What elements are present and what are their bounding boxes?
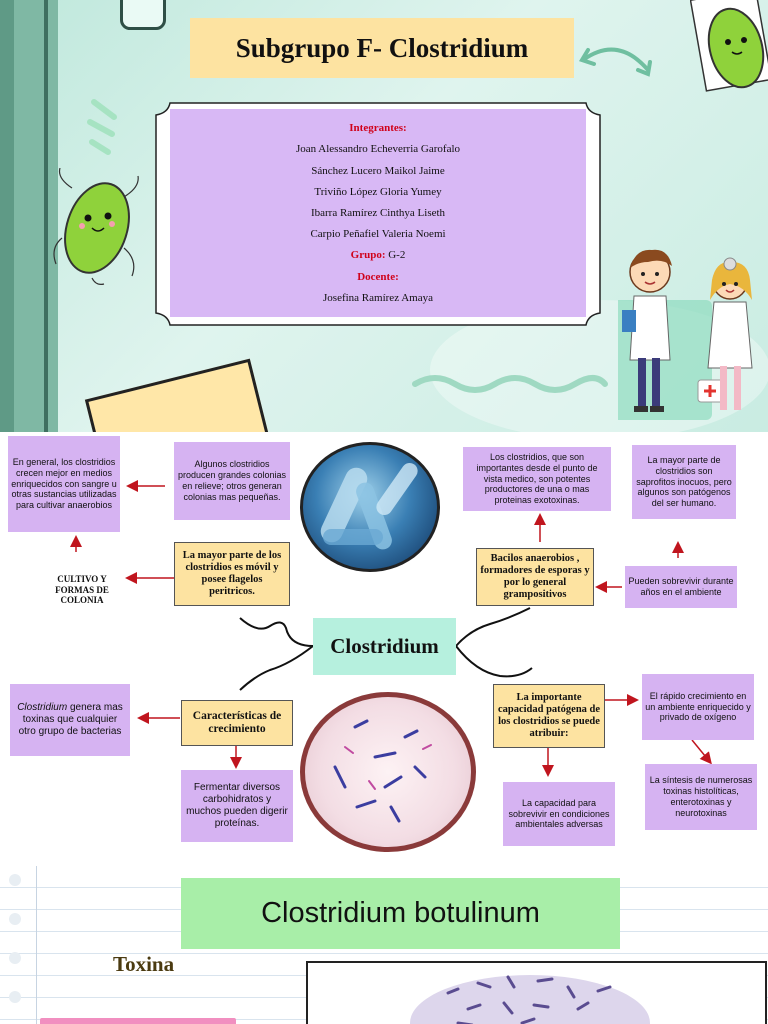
member-name: Carpio Peñafiel Valeria Noemi	[310, 228, 446, 241]
microscope-image-rods	[300, 442, 440, 572]
concept-center: Clostridium	[313, 618, 456, 675]
grupo-line: Grupo: G-2	[351, 249, 406, 261]
members-panel: Integrantes: Joan Alessandro Echeverria …	[170, 109, 586, 317]
member-name: Triviño López Gloria Yumey	[314, 185, 442, 198]
note-capacidad: La capacidad para sobrevivir en condicio…	[503, 782, 615, 846]
slide-botulinum: Clostridium botulinum Toxina	[0, 866, 768, 1024]
section-subtitle: Toxina	[113, 952, 175, 976]
margin-line	[36, 866, 37, 1024]
note-fermentar: Fermentar diversos carbohidratos y mucho…	[181, 770, 293, 842]
note-saprofitos: La mayor parte de clostridios son saprof…	[632, 445, 736, 519]
note-importantes: Los clostridios, que son importantes des…	[463, 447, 611, 511]
wall-panel	[14, 0, 58, 432]
bacteria-icon	[53, 168, 139, 285]
note-bacilos: Bacilos anaerobios , formadores de espor…	[476, 548, 594, 606]
member-name: Joan Alessandro Echeverria Garofalo	[295, 143, 461, 156]
note-caracteristicas: Características de crecimiento	[181, 700, 293, 746]
member-name: Sánchez Lucero Maikol Jaime	[311, 164, 445, 177]
curved-arrow-icon	[579, 47, 652, 77]
grupo-label: Grupo:	[350, 249, 386, 262]
toxinas-rest: genera mas toxinas que cualquier otro gr…	[18, 702, 123, 737]
note-colonias: Algunos clostridios producen grandes col…	[174, 442, 290, 520]
note-rapido: El rápido crecimiento en un ambiente enr…	[642, 674, 754, 740]
microscope-image-stain	[300, 692, 476, 852]
wall-divider	[44, 0, 48, 432]
note-toxinas-text: Clostridium genera mas toxinas que cualq…	[13, 702, 127, 738]
flask-icon	[120, 0, 166, 30]
slide-concept-map: En general, los clostridios crecen mejor…	[0, 432, 768, 866]
label-cultivo: CULTIVO Y FORMAS DE COLONIA	[55, 573, 109, 606]
grupo-value: G-2	[385, 249, 406, 262]
wall-stripe	[0, 0, 14, 432]
integrantes-label: Integrantes:	[349, 122, 407, 135]
toxinas-genus: Clostridium	[17, 702, 68, 713]
note-general: En general, los clostridios crecen mejor…	[8, 436, 120, 532]
notebook-holes	[9, 874, 23, 1024]
connector-lines	[70, 480, 712, 777]
note-sobrevivir: Pueden sobrevivir durante años en el amb…	[625, 566, 737, 608]
rods-illustration	[320, 462, 418, 550]
slide-title: Subgrupo F- Clostridium Integrantes: Joa…	[0, 0, 768, 432]
note-patogena: La importante capacidad patógena de los …	[493, 684, 605, 748]
doctors-illustration	[618, 249, 753, 420]
stain-illustration	[333, 719, 432, 823]
pink-bar	[40, 1018, 236, 1024]
leaves-icon	[87, 99, 117, 155]
member-name: Ibarra Ramírez Cinthya Liseth	[310, 206, 446, 219]
section-title: Clostridium botulinum	[181, 878, 620, 949]
note-movil: La mayor parte de los clostridios es móv…	[174, 542, 290, 606]
docente-name: Josefina Ramírez Amaya	[323, 291, 433, 304]
page-title: Subgrupo F- Clostridium	[190, 18, 574, 78]
note-toxinas: Clostridium genera mas toxinas que cualq…	[10, 684, 130, 756]
docente-label: Docente:	[357, 270, 399, 283]
members-frame: Integrantes: Joan Alessandro Echeverria …	[148, 95, 608, 333]
micrograph-illustration	[410, 975, 650, 1024]
germs-card	[84, 358, 270, 432]
micrograph-image	[306, 961, 767, 1024]
note-sintesis: La síntesis de numerosas toxinas histolí…	[645, 764, 757, 830]
squiggle-decoration	[412, 375, 608, 393]
bacteria-icon	[690, 0, 768, 92]
